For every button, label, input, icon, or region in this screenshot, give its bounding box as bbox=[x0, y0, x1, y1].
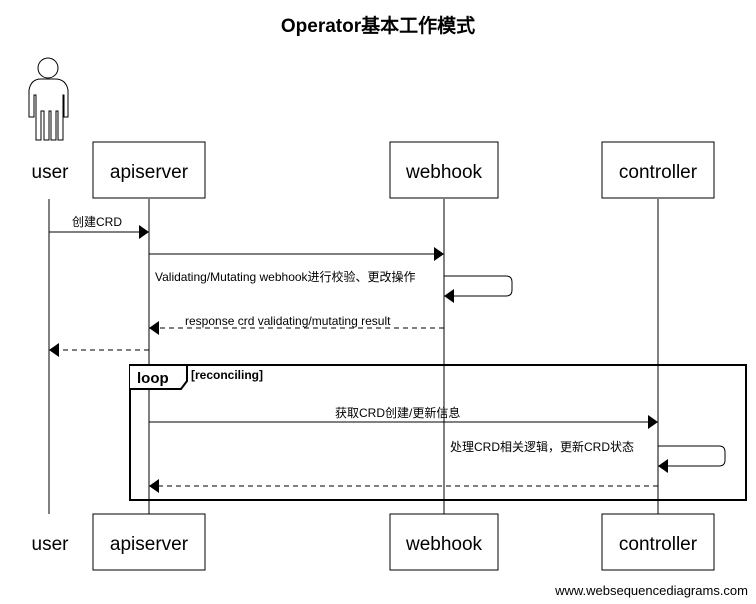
participant-label-user-top: user bbox=[32, 162, 70, 183]
message-get-crd-info: 获取CRD创建/更新信息 bbox=[149, 405, 658, 429]
message-apiserver-to-webhook bbox=[149, 247, 444, 261]
message-label-webhook-validate: Validating/Mutating webhook进行校验、更改操作 bbox=[155, 269, 416, 284]
loop-frame: loop [reconciling] bbox=[129, 364, 747, 501]
message-apiserver-to-user bbox=[49, 343, 149, 357]
participant-label-apiserver-bottom: apiserver bbox=[110, 534, 189, 555]
participant-webhook-top: webhook bbox=[389, 141, 499, 199]
loop-condition: [reconciling] bbox=[191, 368, 263, 382]
message-label-get-crd-info: 获取CRD创建/更新信息 bbox=[335, 405, 460, 420]
footer-watermark: www.websequencediagrams.com bbox=[554, 583, 748, 598]
participant-label-webhook-top: webhook bbox=[405, 162, 483, 183]
message-controller-self: 处理CRD相关逻辑，更新CRD状态 bbox=[450, 439, 726, 473]
participant-label-apiserver-top: apiserver bbox=[110, 162, 189, 183]
message-label-webhook-response: response crd validating/mutating result bbox=[185, 314, 391, 328]
message-create-crd: 创建CRD bbox=[49, 215, 149, 239]
participant-label-webhook-bottom: webhook bbox=[405, 534, 483, 555]
participant-label-controller-top: controller bbox=[619, 162, 698, 183]
participant-apiserver-bottom: apiserver bbox=[92, 513, 206, 571]
message-webhook-self: Validating/Mutating webhook进行校验、更改操作 bbox=[155, 269, 513, 303]
message-label-create-crd: 创建CRD bbox=[72, 215, 122, 229]
participant-apiserver-top: apiserver bbox=[92, 141, 206, 199]
participant-label-user-bottom: user bbox=[32, 534, 70, 555]
participant-controller-top: controller bbox=[601, 141, 715, 199]
participant-webhook-bottom: webhook bbox=[389, 513, 499, 571]
diagram-title: Operator基本工作模式 bbox=[281, 14, 475, 37]
participant-label-controller-bottom: controller bbox=[619, 534, 698, 555]
loop-tag: loop bbox=[137, 370, 169, 387]
message-webhook-response: response crd validating/mutating result bbox=[149, 314, 444, 335]
message-controller-to-apiserver bbox=[149, 479, 658, 493]
message-label-controller-process: 处理CRD相关逻辑，更新CRD状态 bbox=[450, 439, 634, 454]
participant-controller-bottom: controller bbox=[601, 513, 715, 571]
user-actor-icon bbox=[28, 57, 69, 141]
